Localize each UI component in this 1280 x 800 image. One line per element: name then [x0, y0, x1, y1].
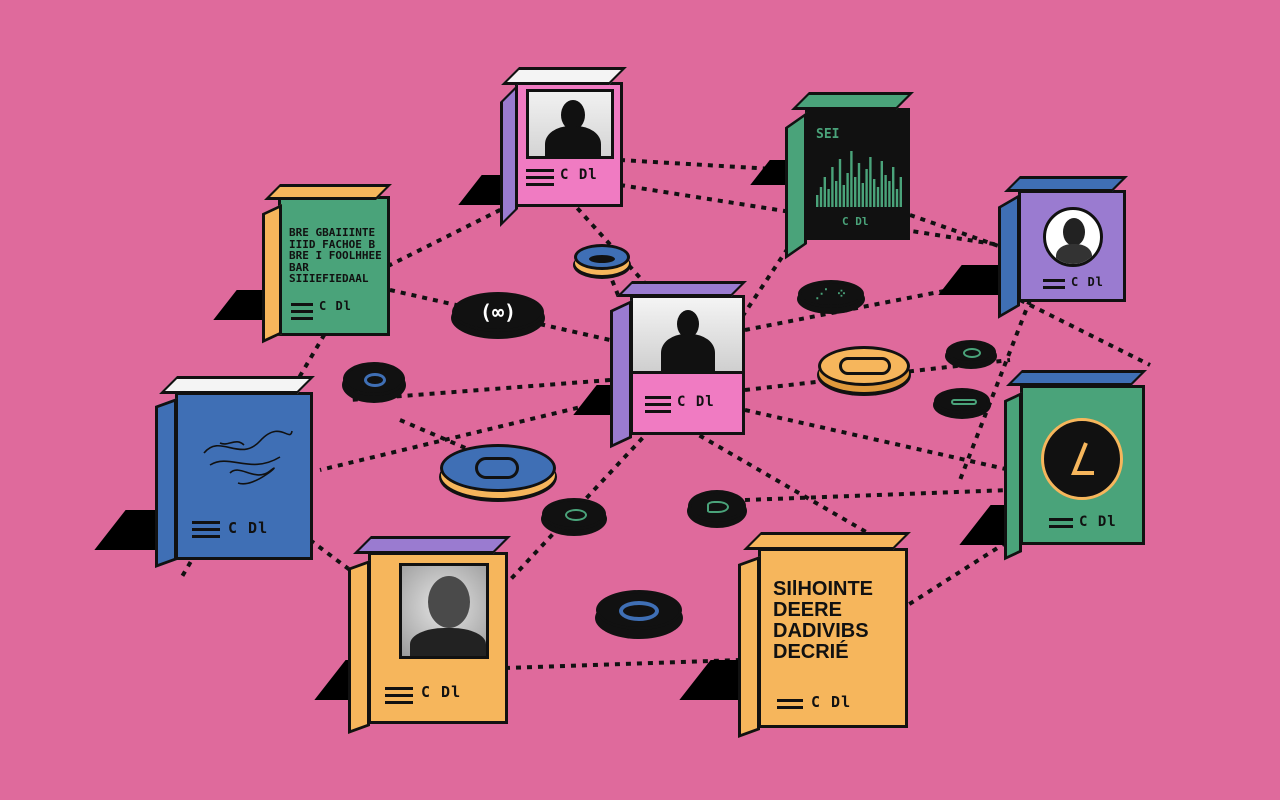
token-infinity[interactable]: (∞): [452, 292, 544, 332]
token-dark-left[interactable]: [542, 498, 606, 530]
chart-bar: [854, 177, 856, 207]
card-label: C Dl: [319, 299, 352, 313]
link: [745, 410, 1010, 470]
face-photo-icon: [399, 563, 489, 659]
token-gold[interactable]: [818, 346, 910, 386]
card-label: C Dl: [228, 519, 268, 537]
token-dark-blue[interactable]: [343, 362, 405, 396]
chart-bar: [873, 179, 875, 207]
link: [310, 540, 350, 570]
chart-bar: [843, 185, 845, 207]
chart-bar: [865, 169, 867, 207]
chart-header: SEI: [816, 127, 839, 142]
chart-bar: [900, 177, 902, 207]
card-label: C Dl: [1071, 275, 1104, 289]
token-blue-yellow[interactable]: [574, 244, 630, 270]
token-dark-bottom[interactable]: [596, 590, 682, 630]
chart-bar: [835, 181, 837, 207]
token-blue-large[interactable]: [440, 444, 556, 492]
chart-bar: [892, 167, 894, 207]
profile-card-yellow[interactable]: C Dl: [368, 552, 508, 724]
card-top: [791, 92, 914, 110]
chart-bar: [884, 175, 886, 207]
card-text: BRE GBAIIINTE IIID FACHOE B BRE I FOOLHH…: [289, 227, 387, 285]
card-side: [738, 556, 760, 738]
token-dark-mid[interactable]: [688, 490, 746, 522]
link: [690, 430, 880, 540]
card-top: [159, 376, 315, 394]
chart-bar: [850, 151, 852, 207]
chart-bar: [881, 161, 883, 207]
card-top: [743, 532, 911, 550]
person-silhouette-icon: [526, 89, 614, 159]
card-text: SIlHOINTE DEERE DADIVIBS DECRIÉ: [773, 579, 873, 663]
chart-bar: [896, 189, 898, 207]
chart-bar: [858, 163, 860, 207]
card-label: C Dl: [560, 167, 598, 183]
link: [380, 200, 520, 270]
chart-bar: [877, 187, 879, 207]
card-top: [264, 184, 392, 200]
card-side: [610, 300, 632, 448]
chart-bar: [827, 189, 829, 207]
person-silhouette-icon: [633, 298, 742, 374]
link: [900, 540, 1010, 610]
card-side: [998, 194, 1020, 319]
card-side: [262, 204, 282, 343]
chart-card[interactable]: SEI C Dl: [805, 108, 910, 240]
card-label: C Dl: [811, 693, 851, 711]
card-top: [1006, 370, 1147, 386]
chart-bar: [831, 167, 833, 207]
chart-bar: [869, 157, 871, 207]
card-label: C Dl: [1079, 514, 1117, 530]
text-card-green[interactable]: BRE GBAIIINTE IIID FACHOE B BRE I FOOLHH…: [278, 196, 390, 336]
link: [1020, 300, 1150, 365]
profile-card-center[interactable]: C Dl: [630, 295, 745, 435]
chart-bar: [839, 159, 841, 207]
portrait-icon: [1043, 207, 1103, 267]
card-side: [1004, 392, 1022, 560]
chart-bar: [888, 181, 890, 207]
card-side: [785, 112, 807, 259]
profile-card-top[interactable]: C Dl: [515, 82, 623, 207]
token-dots[interactable]: ⋰ ⁘: [798, 280, 864, 308]
chart-bar: [862, 183, 864, 207]
link: [745, 490, 1010, 500]
text-card-yellow[interactable]: SIlHOINTE DEERE DADIVIBS DECRIÉ C Dl: [758, 548, 908, 728]
token-small-dark[interactable]: [934, 388, 990, 414]
sketch-card-blue[interactable]: C Dl: [175, 392, 313, 560]
card-label: C Dl: [842, 215, 869, 228]
token-small-green[interactable]: [946, 340, 996, 364]
sketch-icon: [200, 423, 296, 493]
chart-bar: [816, 195, 818, 207]
card-side: [155, 398, 177, 568]
card-top: [353, 536, 511, 554]
bar-chart-icon: [816, 147, 904, 207]
portrait-card[interactable]: C Dl: [1018, 190, 1126, 302]
card-top: [1004, 176, 1128, 192]
letter-card-green[interactable]: C Dl: [1020, 385, 1145, 545]
chart-bar: [820, 187, 822, 207]
card-label: C Dl: [677, 394, 715, 410]
card-side: [500, 84, 518, 227]
card-side: [348, 560, 370, 734]
card-top: [616, 281, 747, 297]
card-label: C Dl: [421, 683, 461, 701]
letter-l-icon: [1041, 418, 1123, 500]
chart-bar: [824, 177, 826, 207]
chart-bar: [846, 173, 848, 207]
